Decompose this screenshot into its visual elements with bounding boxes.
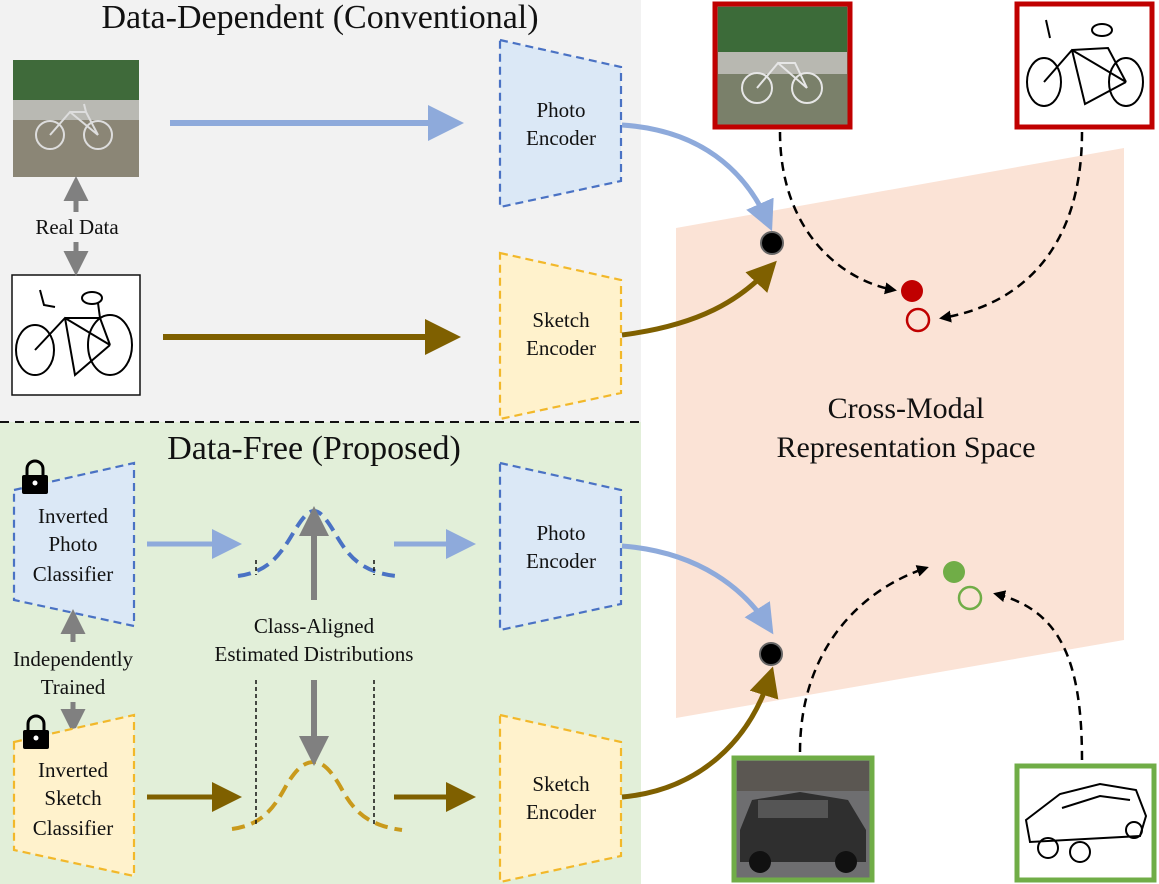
real-data-label: Real Data xyxy=(35,215,119,239)
inverted-photo-classifier-label-3: Classifier xyxy=(33,562,113,586)
sketch-embedding-red xyxy=(905,307,931,333)
photo-encoder-top-to-space-arrow xyxy=(621,122,774,232)
real-photo-bicycle-image xyxy=(13,60,139,177)
photo-retrieval-arrow-bottom xyxy=(798,565,929,753)
retrieval-photo-bicycle-image xyxy=(712,1,853,130)
retrieval-photo-car-image xyxy=(731,755,875,883)
sketch-encoder-bottom xyxy=(498,713,623,884)
photo-encoder-top-label-2: Encoder xyxy=(526,126,596,150)
sketch-retrieval-arrow-top xyxy=(939,131,1084,323)
photo-encoder-bottom-to-space-arrow xyxy=(621,543,774,635)
photo-retrieval-arrow-top xyxy=(778,131,897,295)
lock-icon xyxy=(23,714,49,749)
independently-trained-label-1: Independently xyxy=(13,647,134,671)
distributions-label-2: Estimated Distributions xyxy=(215,642,414,666)
data-free-title: Data-Free (Proposed) xyxy=(167,430,461,467)
data-dependent-title: Data-Dependent (Conventional) xyxy=(101,0,538,36)
photo-embedding-green xyxy=(943,561,965,583)
independently-trained-label-2: Trained xyxy=(41,675,106,699)
sketch-encoder-top xyxy=(498,251,623,421)
sketch-encoder-bottom-to-space-arrow xyxy=(621,666,779,800)
photo-encoder-bottom xyxy=(498,461,623,632)
top-embedding-point xyxy=(760,231,784,255)
photo-encoder-bottom-label-2: Encoder xyxy=(526,549,596,573)
inverted-sketch-classifier-label-2: Sketch xyxy=(44,786,102,810)
inverted-photo-classifier-label-2: Photo xyxy=(48,532,97,556)
sketch-encoder-top-label-2: Encoder xyxy=(526,336,596,360)
photo-encoder-top-label-1: Photo xyxy=(536,98,585,122)
inverted-sketch-classifier-label-1: Inverted xyxy=(38,758,108,782)
sketch-encoder-top-to-space-arrow xyxy=(621,260,777,338)
sketch-retrieval-arrow-bottom xyxy=(993,590,1084,761)
photo-encoder-bottom-label-1: Photo xyxy=(536,521,585,545)
space-label-2: Representation Space xyxy=(776,431,1035,464)
inverted-sketch-classifier xyxy=(12,713,136,878)
sketch-encoder-bottom-label-1: Sketch xyxy=(532,772,590,796)
inverted-photo-classifier xyxy=(12,461,136,628)
space-label-1: Cross-Modal xyxy=(828,392,985,425)
bottom-embedding-point xyxy=(759,642,783,666)
lock-icon xyxy=(22,459,48,494)
retrieval-sketch-car-image xyxy=(1014,763,1157,883)
inverted-photo-classifier-label-1: Inverted xyxy=(38,504,108,528)
retrieval-sketch-bicycle-image xyxy=(1014,1,1155,130)
distributions-label-1: Class-Aligned xyxy=(254,614,375,638)
inverted-sketch-classifier-label-3: Classifier xyxy=(33,816,113,840)
sketch-encoder-bottom-label-2: Encoder xyxy=(526,800,596,824)
sketch-encoder-top-label-1: Sketch xyxy=(532,308,590,332)
real-sketch-bicycle-image xyxy=(11,274,141,396)
sketch-embedding-green xyxy=(957,585,983,611)
photo-embedding-red xyxy=(901,280,923,302)
photo-encoder-top xyxy=(498,38,623,209)
